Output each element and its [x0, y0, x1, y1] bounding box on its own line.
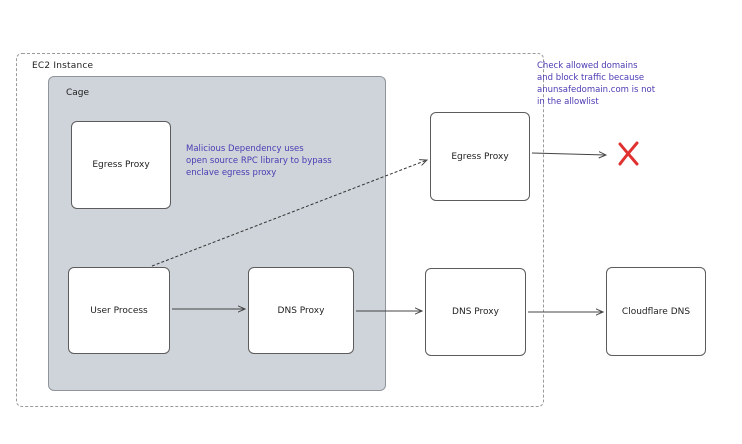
user-process-label: User Process [90, 305, 148, 316]
outer-dns-proxy-label: DNS Proxy [452, 307, 499, 317]
ec2-instance-boundary [16, 53, 544, 407]
outer-egress-proxy-node: Egress Proxy [430, 112, 530, 201]
user-process-node: User Process [68, 267, 170, 354]
ec2-instance-label: EC2 Instance [32, 61, 94, 71]
outer-dns-proxy-node: DNS Proxy [425, 268, 526, 356]
inner-dns-proxy-label: DNS Proxy [277, 305, 325, 316]
inner-egress-proxy-label: Egress Proxy [92, 160, 150, 170]
inner-dns-proxy-node: DNS Proxy [248, 267, 354, 354]
cross-icon [618, 141, 639, 166]
allowlist-check-note: Check allowed domains and block traffic … [537, 61, 656, 107]
cloudflare-dns-label: Cloudflare DNS [621, 306, 691, 317]
malicious-dependency-note: Malicious Dependency uses open source RP… [186, 144, 332, 178]
inner-egress-proxy-node: Egress Proxy [71, 121, 171, 209]
outer-egress-proxy-label: Egress Proxy [451, 151, 509, 162]
cloudflare-dns-node: Cloudflare DNS [606, 267, 706, 356]
cage-label: Cage [66, 88, 90, 98]
